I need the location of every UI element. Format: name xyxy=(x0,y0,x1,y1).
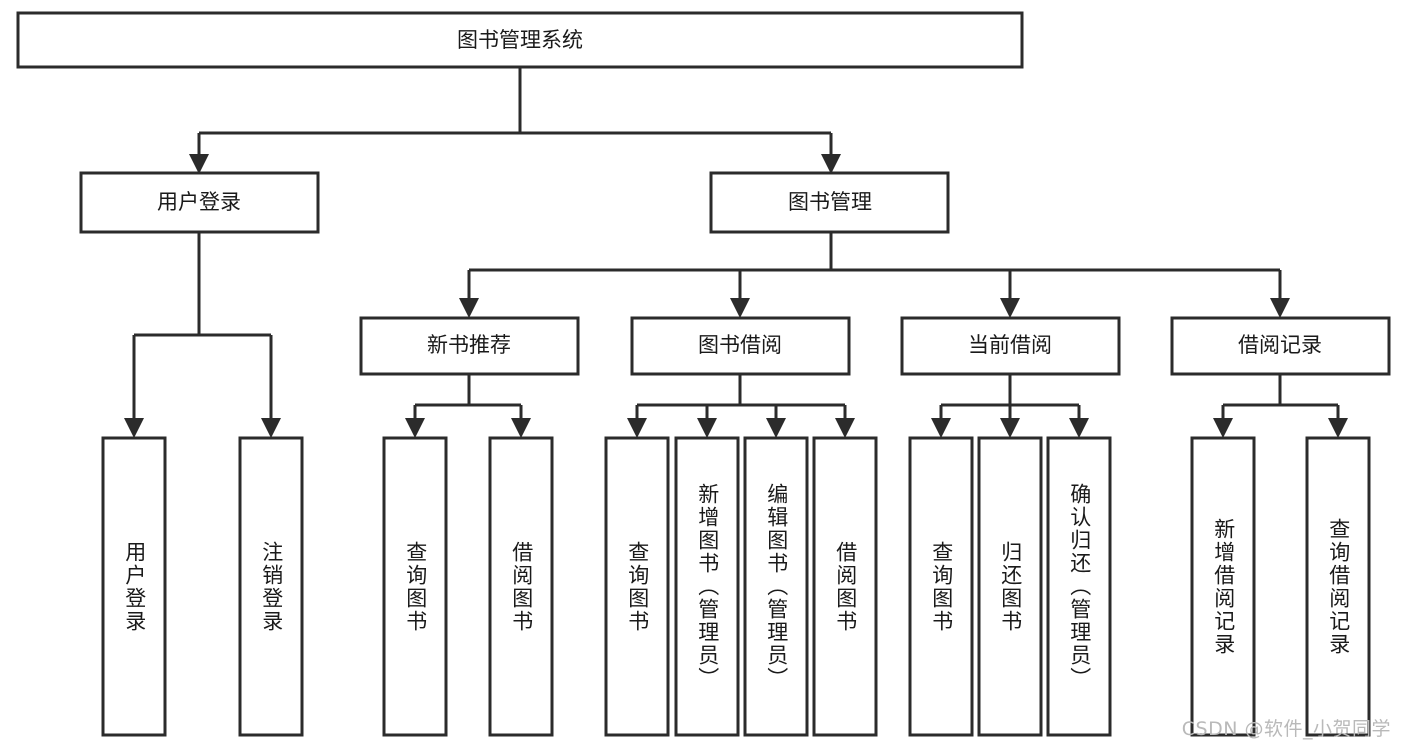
arrow-head-leaf-edit-book xyxy=(766,418,786,438)
node-leaf-borrow-book-2-label: 借阅图书 xyxy=(833,540,858,633)
arrow-head-leaf-borrow-book-1 xyxy=(511,418,531,438)
node-leaf-query-book-3-box[interactable] xyxy=(908,436,974,737)
connector-layer xyxy=(124,67,1348,438)
arrow-head-leaf-confirm-return xyxy=(1069,418,1089,438)
node-root-label: 图书管理系统 xyxy=(457,28,583,52)
node-leaf-query-book-1-label: 查询图书 xyxy=(403,540,428,633)
node-new-book-recommend-label: 新书推荐 xyxy=(427,333,511,357)
node-new-book-recommend-box[interactable] xyxy=(359,316,580,376)
node-borrow-record-box[interactable] xyxy=(1170,316,1391,376)
node-leaf-return-book-box[interactable] xyxy=(977,436,1043,737)
node-leaf-confirm-return-box[interactable] xyxy=(1046,436,1112,737)
node-leaf-confirm-return-label: 确认归还（管理员） xyxy=(1067,483,1092,690)
node-root-box[interactable] xyxy=(16,11,1024,69)
node-leaf-borrow-book-1[interactable]: 借阅图书 xyxy=(488,436,554,737)
node-root[interactable]: 图书管理系统 xyxy=(16,11,1024,69)
node-leaf-add-book-box[interactable] xyxy=(674,436,740,737)
node-borrow-record[interactable]: 借阅记录 xyxy=(1170,316,1391,376)
node-book-manage[interactable]: 图书管理 xyxy=(709,171,950,234)
node-current-borrow-label: 当前借阅 xyxy=(968,333,1052,357)
arrow-head-leaf-query-book-1 xyxy=(405,418,425,438)
node-leaf-query-book-1-box[interactable] xyxy=(382,436,448,737)
arrow-head-leaf-borrow-book-2 xyxy=(835,418,855,438)
node-user-login[interactable]: 用户登录 xyxy=(79,171,320,234)
node-leaf-query-book-2[interactable]: 查询图书 xyxy=(604,436,670,737)
arrow-head-leaf-query-book-2 xyxy=(627,418,647,438)
node-user-login-box[interactable] xyxy=(79,171,320,234)
node-book-borrow[interactable]: 图书借阅 xyxy=(630,316,851,376)
node-leaf-borrow-book-2[interactable]: 借阅图书 xyxy=(812,436,878,737)
arrow-head-leaf-return-book xyxy=(1000,418,1020,438)
node-leaf-logout-login[interactable]: 注销登录 xyxy=(238,436,304,737)
arrow-head-book-manage xyxy=(821,154,841,174)
node-leaf-add-book[interactable]: 新增图书（管理员） xyxy=(674,436,740,737)
node-leaf-query-book-3-label: 查询图书 xyxy=(929,540,954,633)
node-leaf-query-book-2-box[interactable] xyxy=(604,436,670,737)
arrow-head-leaf-add-record xyxy=(1213,418,1233,438)
arrow-head-book-borrow xyxy=(730,298,750,318)
node-book-manage-label: 图书管理 xyxy=(788,190,872,214)
arrow-head-current-borrow xyxy=(1000,298,1020,318)
node-leaf-add-record-box[interactable] xyxy=(1190,436,1256,737)
arrow-head-leaf-user-login xyxy=(124,418,144,438)
node-leaf-borrow-book-1-label: 借阅图书 xyxy=(509,540,534,633)
node-leaf-query-record[interactable]: 查询借阅记录 xyxy=(1305,436,1371,737)
node-leaf-logout-login-label: 注销登录 xyxy=(259,540,284,633)
node-borrow-record-label: 借阅记录 xyxy=(1238,333,1322,357)
node-leaf-add-record-label: 新增借阅记录 xyxy=(1211,517,1236,656)
node-leaf-edit-book-box[interactable] xyxy=(743,436,809,737)
node-leaf-query-record-box[interactable] xyxy=(1305,436,1371,737)
node-leaf-logout-login-box[interactable] xyxy=(238,436,304,737)
arrow-head-leaf-query-record xyxy=(1328,418,1348,438)
arrow-head-new-book-recommend xyxy=(459,298,479,318)
node-book-manage-box[interactable] xyxy=(709,171,950,234)
node-leaf-query-book-1[interactable]: 查询图书 xyxy=(382,436,448,737)
node-current-borrow[interactable]: 当前借阅 xyxy=(900,316,1121,376)
arrow-head-leaf-add-book xyxy=(697,418,717,438)
node-leaf-add-book-label: 新增图书（管理员） xyxy=(695,483,720,690)
node-leaf-return-book[interactable]: 归还图书 xyxy=(977,436,1043,737)
arrow-head-leaf-logout-login xyxy=(261,418,281,438)
node-leaf-borrow-book-1-box[interactable] xyxy=(488,436,554,737)
node-current-borrow-box[interactable] xyxy=(900,316,1121,376)
arrow-head-leaf-query-book-3 xyxy=(931,418,951,438)
node-leaf-query-book-2-label: 查询图书 xyxy=(625,540,650,633)
node-leaf-borrow-book-2-box[interactable] xyxy=(812,436,878,737)
node-book-borrow-label: 图书借阅 xyxy=(698,333,782,357)
node-new-book-recommend[interactable]: 新书推荐 xyxy=(359,316,580,376)
node-user-login-label: 用户登录 xyxy=(157,190,241,214)
node-leaf-confirm-return[interactable]: 确认归还（管理员） xyxy=(1046,436,1112,737)
node-leaf-user-login-label: 用户登录 xyxy=(122,540,147,633)
node-leaf-add-record[interactable]: 新增借阅记录 xyxy=(1190,436,1256,737)
node-book-borrow-box[interactable] xyxy=(630,316,851,376)
node-leaf-return-book-label: 归还图书 xyxy=(998,540,1023,633)
arrow-head-user-login xyxy=(189,154,209,174)
arrow-head-borrow-record xyxy=(1270,298,1290,318)
node-leaf-query-book-3[interactable]: 查询图书 xyxy=(908,436,974,737)
node-leaf-user-login[interactable]: 用户登录 xyxy=(101,436,167,737)
node-leaf-edit-book[interactable]: 编辑图书（管理员） xyxy=(743,436,809,737)
node-leaf-edit-book-label: 编辑图书（管理员） xyxy=(764,483,789,690)
node-leaf-user-login-box[interactable] xyxy=(101,436,167,737)
node-leaf-query-record-label: 查询借阅记录 xyxy=(1326,517,1351,656)
